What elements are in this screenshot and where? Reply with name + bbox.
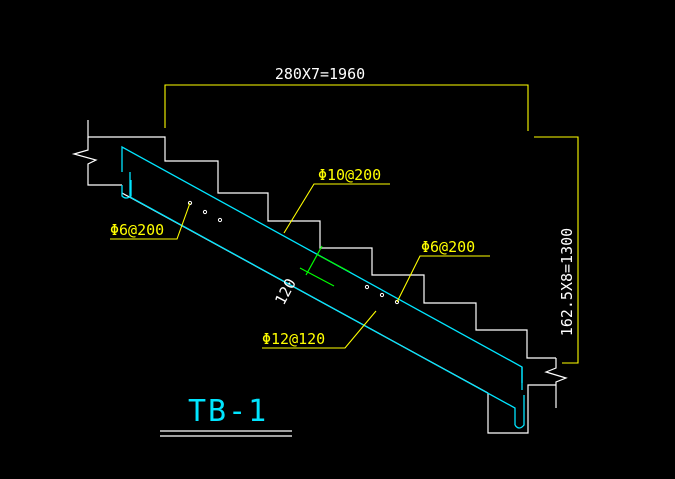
bottom-rebar xyxy=(129,172,516,425)
drawing-title: TB-1 xyxy=(188,394,268,429)
vertical-dimension-label: 162.5X8=1300 xyxy=(558,228,576,336)
right-distribution-label: Φ6@200 xyxy=(421,238,475,256)
left-hook xyxy=(121,180,132,199)
lower-break-symbol xyxy=(544,358,568,385)
upper-break-symbol xyxy=(71,137,122,186)
dot xyxy=(217,217,223,223)
thickness-mark xyxy=(299,245,351,287)
vertical-dimension xyxy=(534,136,579,364)
dimension-lines xyxy=(110,84,579,364)
bottom-main-label: Φ12@120 xyxy=(262,330,325,348)
leader-top-distribution xyxy=(283,183,390,234)
dot xyxy=(394,299,400,305)
dot xyxy=(364,284,370,290)
left-anchor-label: Φ6@200 xyxy=(110,221,164,239)
right-hook xyxy=(514,395,525,429)
dot xyxy=(379,292,385,298)
lower-landing-edge xyxy=(487,384,556,434)
leader-right-distribution xyxy=(396,255,490,303)
leader-bottom-main xyxy=(262,310,377,349)
top-distribution-label: Φ10@200 xyxy=(318,166,381,184)
upper-landing-edge xyxy=(87,120,556,359)
horizontal-dimension-label: 280X7=1960 xyxy=(275,65,365,83)
leader-left-anchor xyxy=(110,202,191,240)
rebar xyxy=(121,145,525,429)
dot xyxy=(202,209,208,215)
horizontal-dimension xyxy=(164,84,529,131)
slab-thickness-label: 120 xyxy=(271,275,300,307)
